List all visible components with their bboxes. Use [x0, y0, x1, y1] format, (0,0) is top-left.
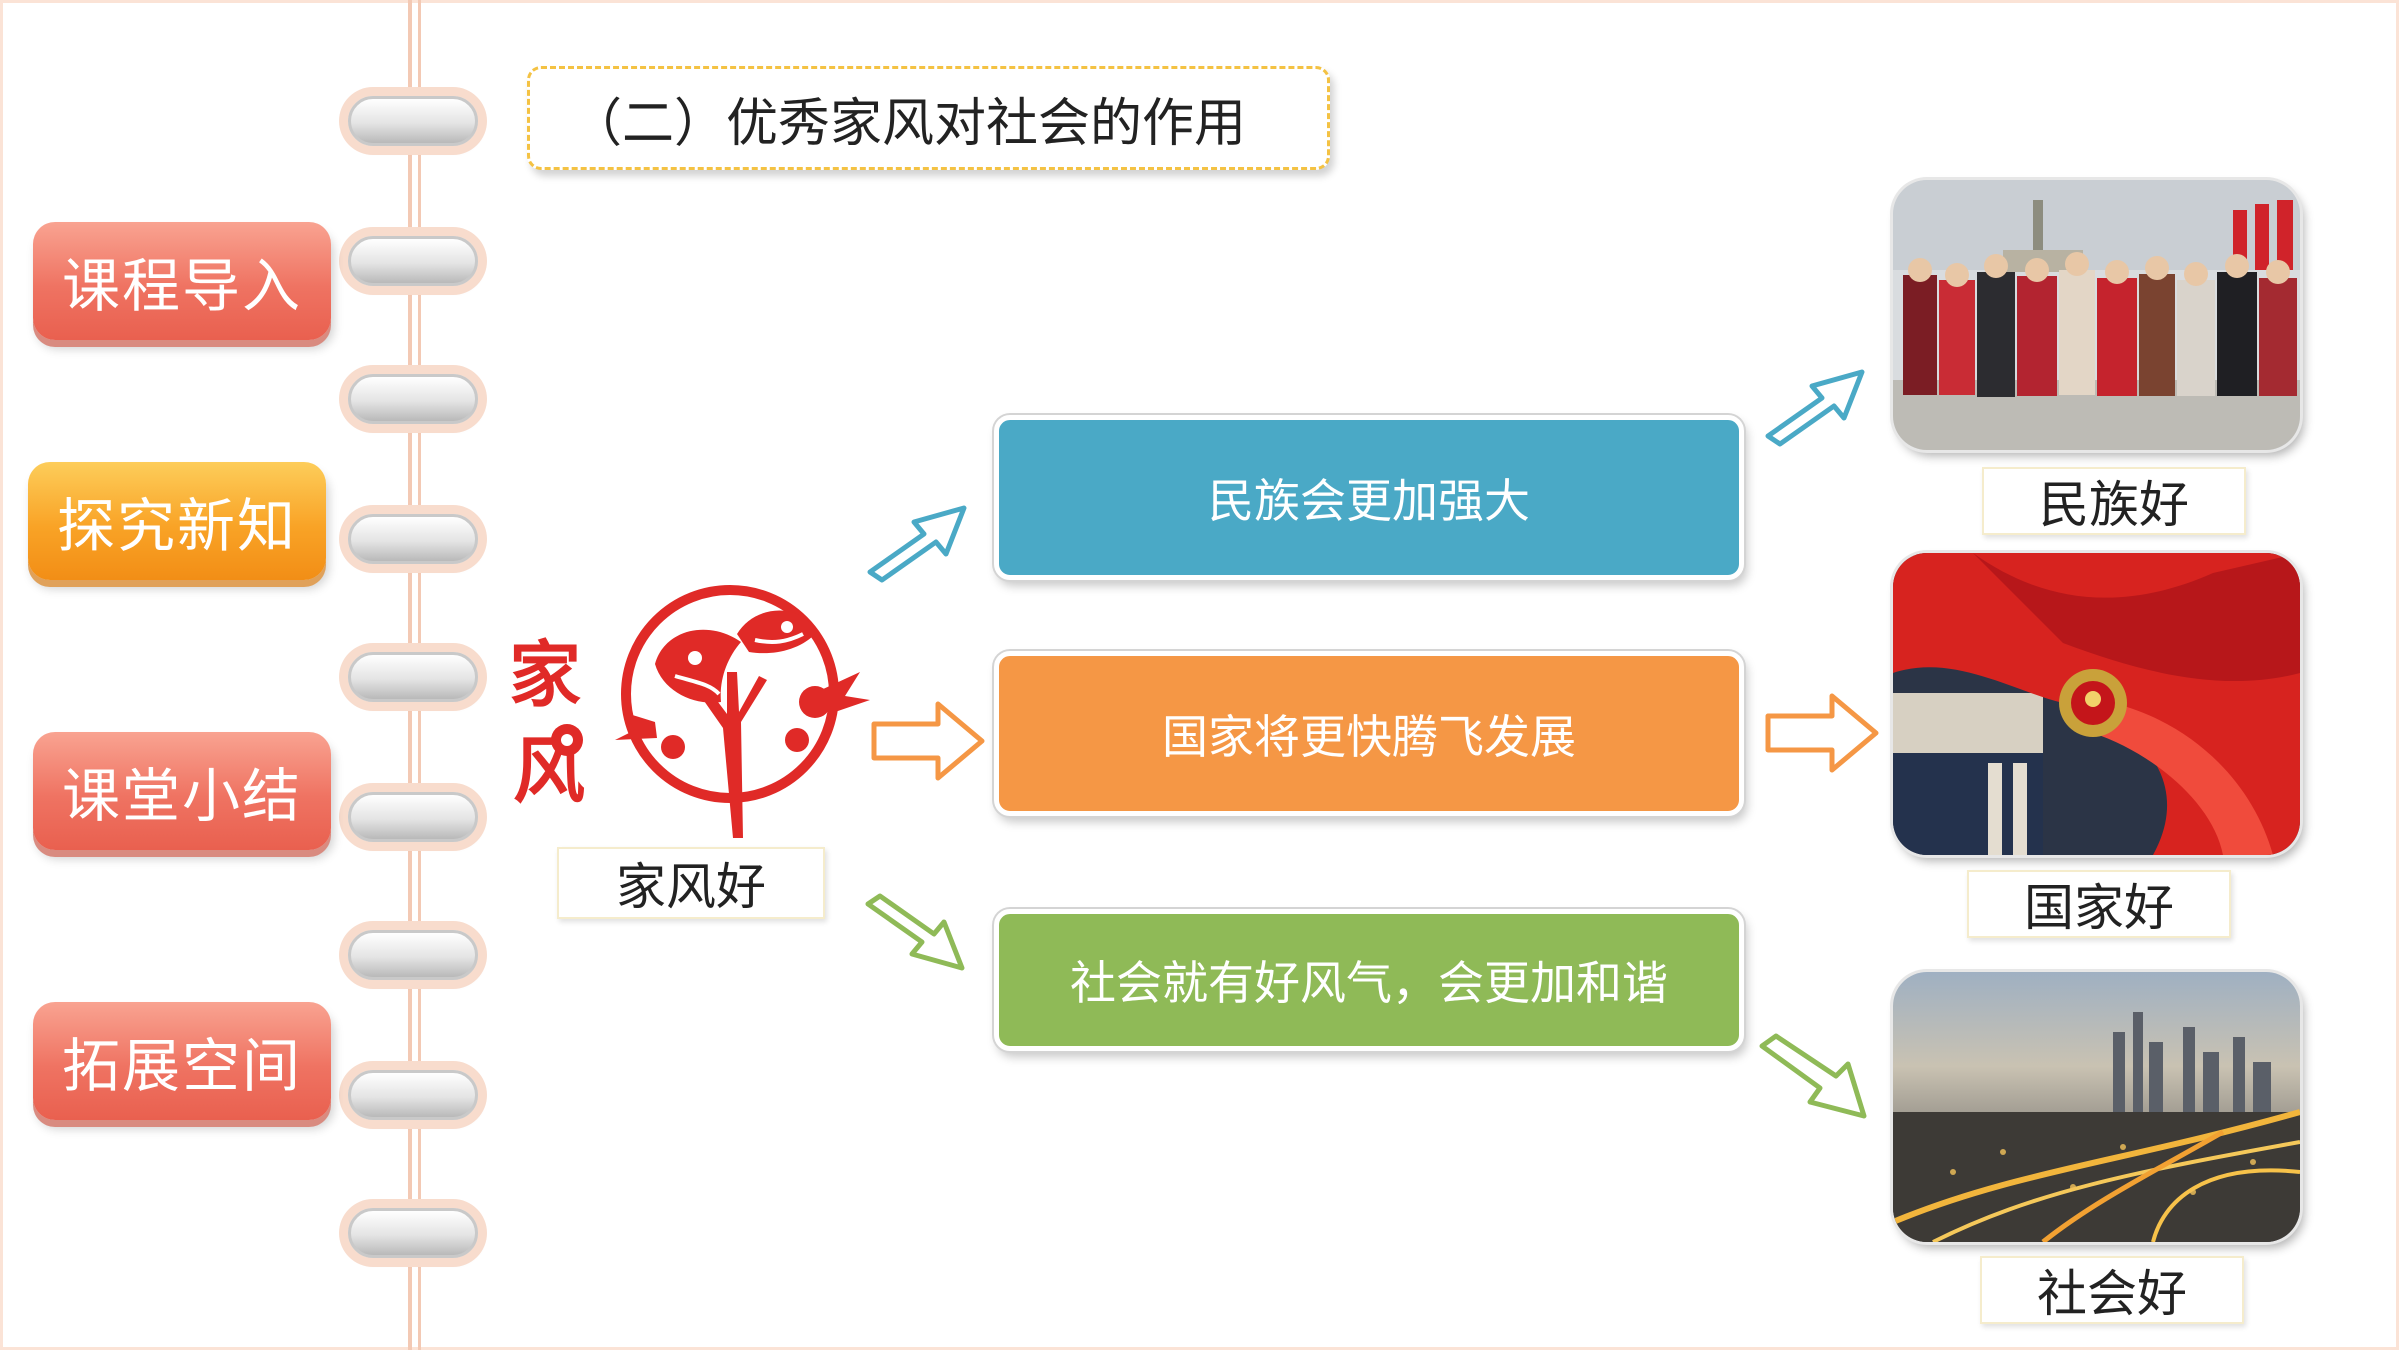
arrow-down-right-icon	[865, 893, 965, 971]
photo-city-view	[1893, 972, 2300, 1242]
arrow-up-right-icon	[867, 505, 967, 583]
binder-ring	[348, 930, 478, 980]
binder-ring	[348, 1070, 478, 1120]
binder-ring	[348, 374, 478, 424]
arrow-up-right-icon	[1765, 369, 1865, 447]
page-title-text: （二）优秀家风对社会的作用	[570, 93, 1247, 154]
nav-button-explore-new[interactable]: 探究新知	[28, 462, 326, 580]
result-label-nation: 民族好	[1982, 467, 2246, 535]
binder-ring	[348, 236, 478, 286]
photo-national-flag	[1893, 553, 2300, 855]
effect-text-country: 国家将更快腾飞发展	[1162, 709, 1576, 764]
binder-ring	[348, 514, 478, 564]
nav-button-extension[interactable]: 拓展空间	[33, 1002, 331, 1120]
paper-cut-emblem-icon: 家 风	[509, 585, 870, 838]
arrow-right-icon	[1765, 693, 1879, 773]
source-label: 家风好	[557, 847, 825, 919]
nav-button-course-intro[interactable]: 课程导入	[33, 222, 331, 340]
binder-ring	[348, 1208, 478, 1258]
result-label-country: 国家好	[1967, 870, 2231, 938]
effect-box-country: 国家将更快腾飞发展	[994, 651, 1744, 816]
arrow-down-right-icon	[1759, 1033, 1867, 1119]
nav-button-class-summary[interactable]: 课堂小结	[33, 732, 331, 850]
effect-text-society: 社会就有好风气，会更加和谐	[1070, 956, 1668, 1010]
binder-ring	[348, 652, 478, 702]
effect-text-nation: 民族会更加强大	[1208, 473, 1530, 528]
page-title: （二）优秀家风对社会的作用	[527, 66, 1330, 170]
emblem-character-jia: 家	[509, 632, 581, 717]
binder-ring	[348, 792, 478, 842]
binder-ring	[348, 96, 478, 146]
effect-box-society: 社会就有好风气，会更加和谐	[994, 909, 1744, 1051]
arrow-right-icon	[871, 701, 985, 781]
result-label-society: 社会好	[1980, 1256, 2244, 1324]
photo-ethnic-delegates	[1893, 180, 2300, 450]
effect-box-nation: 民族会更加强大	[994, 415, 1744, 580]
